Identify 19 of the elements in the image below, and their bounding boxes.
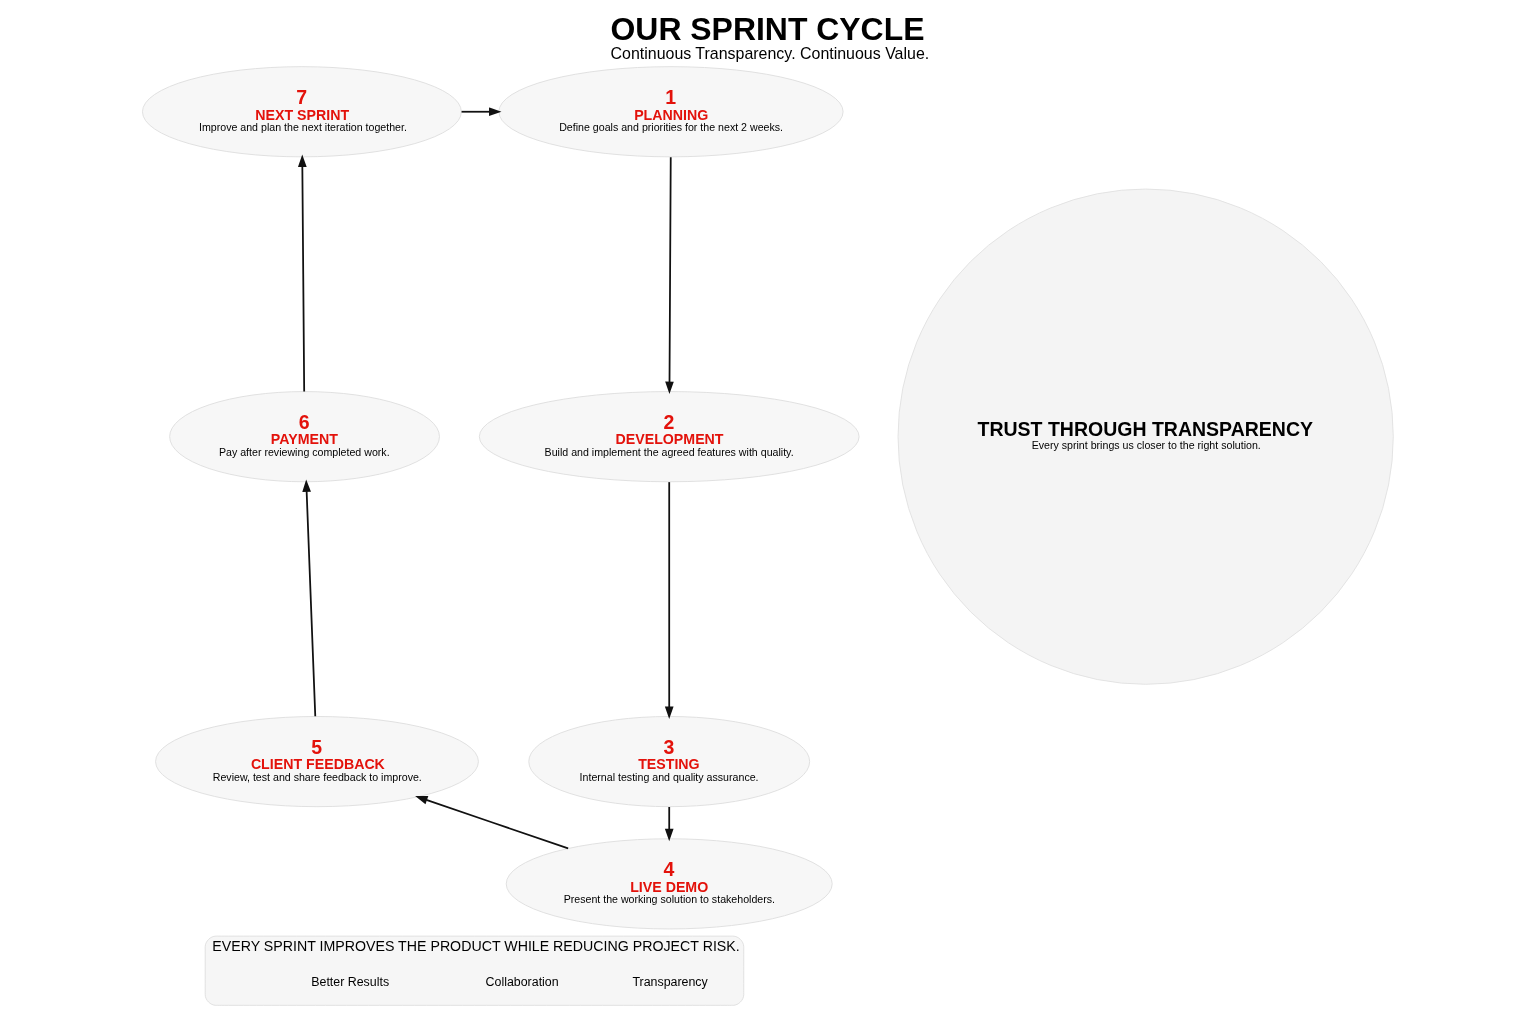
- node-ellipse: 6 PAYMENT Pay after reviewing completed work.: [169, 391, 440, 483]
- node-ellipse: 2 DEVELOPMENT Build and implement the agreed features with quality.: [478, 391, 860, 483]
- node-ellipse: 4 LIVE DEMO Present the working solution to stakeholders.: [505, 838, 833, 930]
- arrow: [664, 481, 674, 719]
- node-text: Collaboration: [485, 974, 559, 989]
- arrow: [298, 154, 307, 393]
- node-circle: TRUST THROUGH TRANSPARENCY Every sprint brings us closer to the right solution.: [897, 188, 1394, 685]
- caption: Continuous Transparency. Continuous Value.: [610, 44, 930, 62]
- node-ellipse: 3 TESTING Internal testing and quality assurance.: [528, 716, 811, 808]
- arrow: [302, 479, 317, 718]
- node-text: Transparency: [632, 974, 708, 989]
- node-ellipse: 7 NEXT SPRINT Improve and plan the next iteration together.: [142, 66, 462, 158]
- arrow: [415, 795, 569, 850]
- arrow: [665, 156, 674, 395]
- node-ellipse: 1 PLANNING Define goals and priorities for the next 2 weeks.: [498, 66, 844, 158]
- diagram-title: OUR SPRINT CYCLE: [610, 10, 925, 47]
- arrow: [460, 107, 502, 117]
- node-text: Better Results: [311, 974, 390, 989]
- arrow: [664, 806, 674, 842]
